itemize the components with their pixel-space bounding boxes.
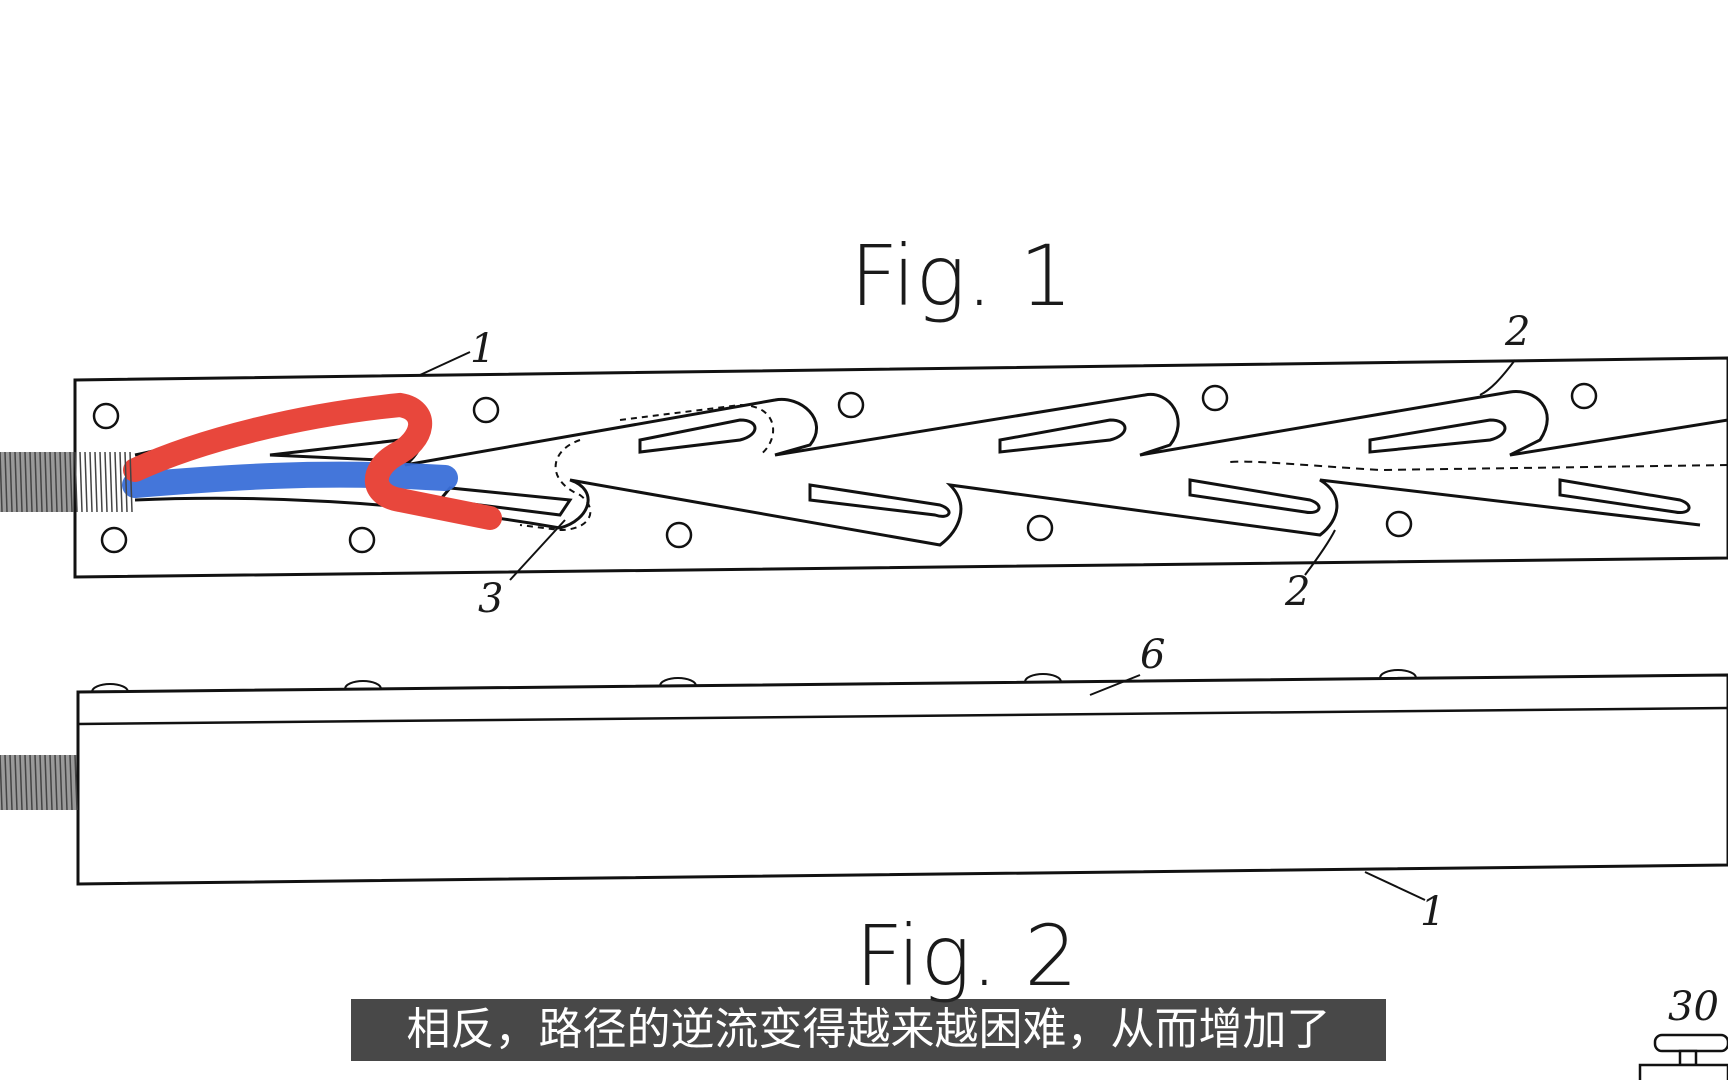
bolt-heads-fig2 — [91, 669, 1417, 693]
leader-line — [509, 519, 566, 581]
valve-fitting-partial — [1638, 1033, 1728, 1080]
thread-line — [74, 451, 78, 513]
thread-line — [104, 451, 108, 513]
thread-line — [39, 754, 43, 811]
thread-line — [69, 451, 73, 513]
thread-line — [124, 451, 128, 513]
thread-line — [69, 754, 73, 811]
thread-line — [44, 451, 48, 513]
thread-line — [4, 451, 8, 513]
thread-line — [84, 451, 88, 513]
thread-line — [0, 754, 3, 811]
thread-line — [74, 754, 78, 811]
thread-line — [109, 451, 113, 513]
leader-line — [1089, 674, 1141, 696]
thread-line — [89, 451, 93, 513]
thread-line — [19, 754, 23, 811]
thread-line — [59, 754, 63, 811]
ref-label-2-top: 2 — [1504, 309, 1530, 355]
leader-line — [1479, 359, 1516, 396]
forward-flow-stroke — [123, 392, 502, 530]
thread-line — [4, 754, 8, 811]
ref-label-2-bottom: 2 — [1284, 569, 1310, 615]
cover-plate-line — [77, 706, 1728, 726]
thread-line — [79, 451, 83, 513]
ref-label-1-fig2: 1 — [1420, 889, 1445, 935]
thread-line — [34, 451, 38, 513]
bolt-holes-fig1 — [92, 382, 1598, 554]
leader-line — [1304, 529, 1336, 576]
ref-label-30: 30 — [1668, 984, 1719, 1030]
thread-line — [14, 754, 18, 811]
thread-line — [94, 451, 98, 513]
thread-line — [19, 451, 23, 513]
thread-line — [44, 754, 48, 811]
thread-line — [24, 451, 28, 513]
leader-line — [1364, 871, 1426, 901]
leader-line — [419, 351, 471, 376]
thread-line — [129, 451, 133, 513]
thread-line — [0, 451, 3, 513]
thread-line — [29, 451, 33, 513]
thread-line — [14, 451, 18, 513]
thread-line — [64, 451, 68, 513]
thread-line — [49, 754, 53, 811]
fig1-title: Fig. 1 — [850, 227, 1073, 325]
ref-label-1-fig1: 1 — [470, 326, 495, 372]
valve-body-fig2 — [76, 673, 1728, 886]
thread-line — [64, 754, 68, 811]
reverse-flow-stroke — [122, 461, 458, 498]
thread-line — [39, 451, 43, 513]
thread-line — [9, 451, 13, 513]
thread-line — [59, 451, 63, 513]
thread-line — [9, 754, 13, 811]
thread-line — [29, 754, 33, 811]
thread-line — [99, 451, 103, 513]
thread-line — [34, 754, 38, 811]
ref-label-3: 3 — [478, 576, 503, 622]
subtitle-caption: 相反，路径的逆流变得越来越困难，从而增加了 — [351, 999, 1386, 1061]
thread-line — [24, 754, 28, 811]
thread-line — [54, 754, 58, 811]
fig2-title: Fig. 2 — [855, 907, 1078, 1005]
ref-label-6: 6 — [1140, 632, 1165, 678]
thread-line — [114, 451, 118, 513]
thread-line — [49, 451, 53, 513]
thread-line — [119, 451, 123, 513]
thread-line — [54, 451, 58, 513]
